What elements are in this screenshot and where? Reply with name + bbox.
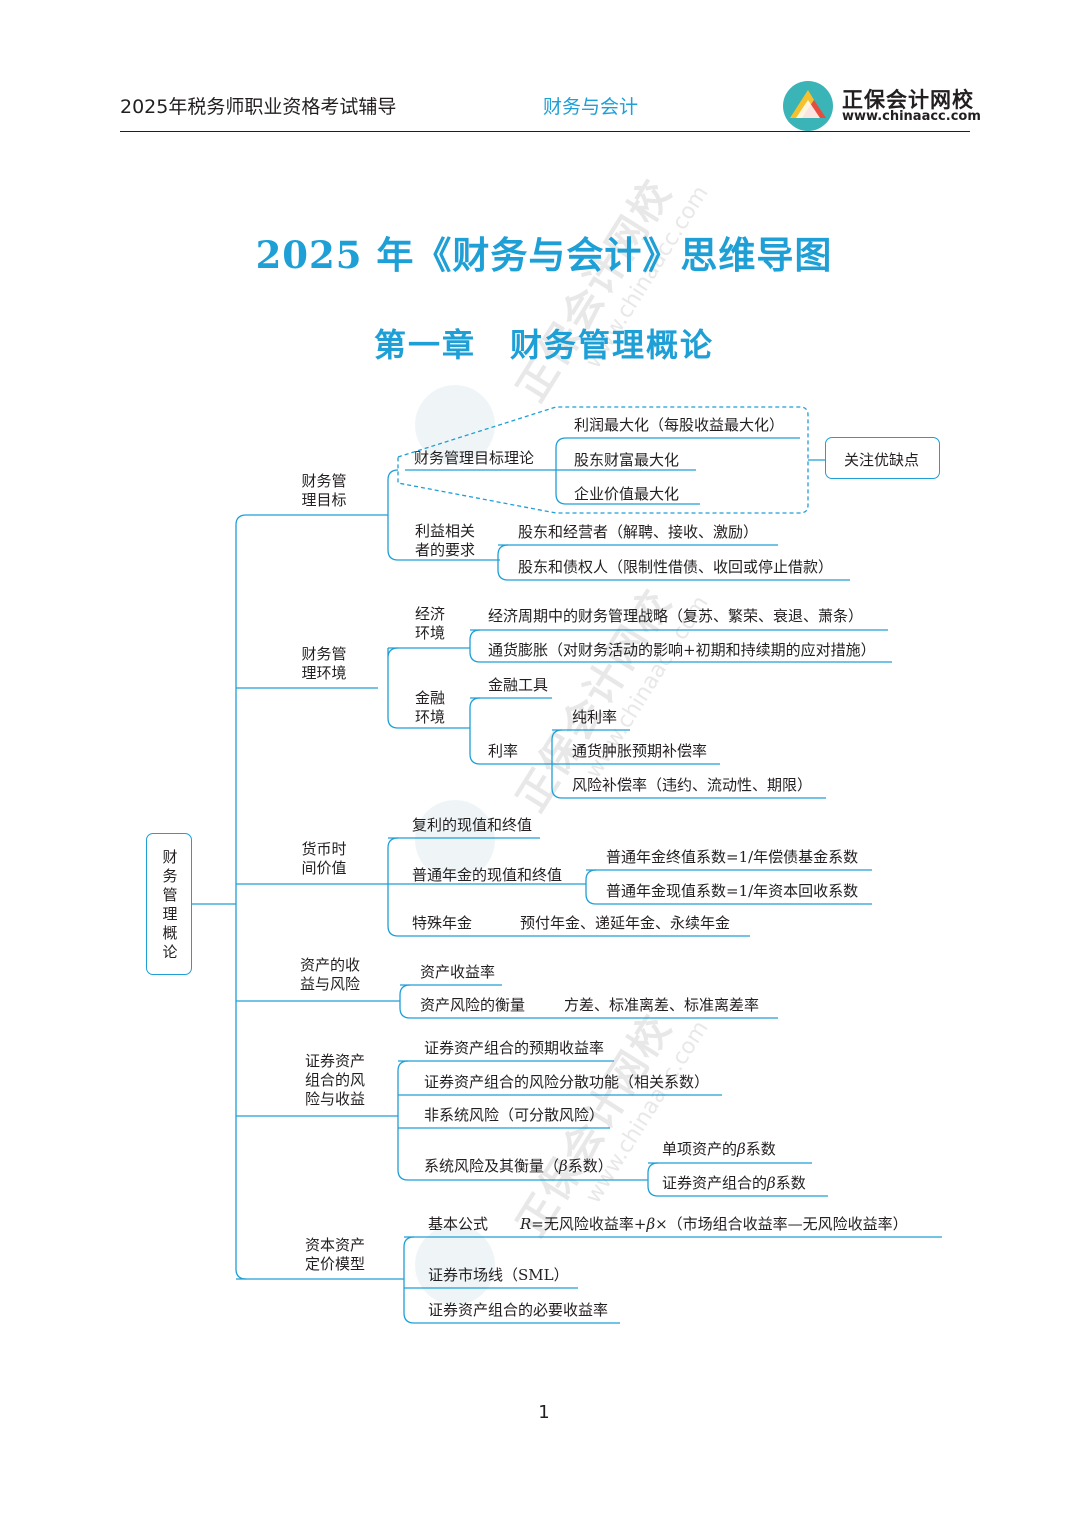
basic-formula-node: 基本公式: [428, 1215, 489, 1233]
header-subject: 财务与会计: [543, 96, 639, 118]
chinaacc-logo-icon: [783, 81, 833, 131]
logo-name: 正保会计网校: [842, 88, 974, 112]
economic-environment-node: 经济环境: [414, 605, 445, 642]
financial-environment-node: 金融环境: [414, 689, 445, 726]
special-annuity-node: 特殊年金: [412, 914, 473, 932]
watermark-logo-icon: [415, 800, 495, 880]
header-title: 2025年税务师职业资格考试辅导: [120, 96, 397, 118]
document-title: 2025 年《财务与会计》思维导图: [255, 233, 833, 277]
root-node: [146, 833, 192, 975]
header-divider: [120, 131, 970, 132]
watermark-logo-icon: [415, 1225, 495, 1305]
annuity-item: 普通年金终值系数=1/年偿债基金系数: [606, 848, 859, 866]
beta-item: 单项资产的β系数: [662, 1140, 776, 1158]
special-annuity-detail: 预付年金、递延年金、永续年金: [520, 914, 731, 932]
economic-item: 通货膨胀（对财务活动的影响+初期和持续期的应对措施）: [488, 641, 876, 659]
stakeholder-node: 利益相关者的要求: [414, 522, 475, 559]
goal-theory-item: 利润最大化（每股收益最大化）: [574, 416, 785, 434]
asset-risk-node: 资产风险的衡量: [420, 996, 526, 1014]
required-return-node: 证券资产组合的必要收益率: [428, 1301, 609, 1319]
annuity-item: 普通年金现值系数=1/年资本回收系数: [606, 882, 859, 900]
note-label: 关注优缺点: [844, 451, 920, 469]
sml-node: 证券市场线（SML）: [428, 1266, 569, 1284]
portfolio-item: 证券资产组合的预期收益率: [424, 1039, 605, 1057]
interest-rate-node: 利率: [488, 742, 519, 760]
capm-formula: R=无风险收益率+β×（市场组合收益率—无风险收益率）: [520, 1215, 908, 1233]
risk-measure-detail: 方差、标准离差、标准离差率: [564, 996, 760, 1014]
branch-capm: 资本资产定价模型: [304, 1236, 365, 1273]
logo-url: www.chinaacc.com: [842, 109, 981, 124]
root-label: 财务管理概论: [162, 848, 178, 961]
note-box: [825, 437, 940, 479]
branch-time-value: 货币时间价值: [301, 840, 347, 877]
page-number: 1: [538, 1402, 550, 1423]
branch-finance-goal: 财务管理目标: [301, 472, 347, 509]
branch-return-risk: 资产的收益与风险: [299, 956, 360, 993]
watermark-logo-icon: [415, 385, 495, 465]
beta-item: 证券资产组合的β系数: [662, 1174, 806, 1192]
portfolio-item: 证券资产组合的风险分散功能（相关系数）: [424, 1073, 710, 1091]
branch-portfolio: 证券资产组合的风险与收益: [304, 1052, 365, 1108]
ordinary-annuity-node: 普通年金的现值和终值: [412, 866, 563, 884]
interest-rate-item: 纯利率: [572, 708, 618, 726]
goal-theory-item: 企业价值最大化: [574, 485, 680, 503]
goal-theory-node: 财务管理目标理论: [414, 449, 535, 467]
chapter-title: 第一章 财务管理概论: [373, 326, 714, 364]
goal-theory-item: 股东财富最大化: [574, 451, 680, 469]
compound-interest-node: 复利的现值和终值: [412, 816, 533, 834]
portfolio-item: 非系统风险（可分散风险）: [424, 1106, 605, 1124]
branch-finance-environment: 财务管理环境: [301, 645, 347, 682]
systematic-risk-node: 系统风险及其衡量（β系数）: [424, 1157, 613, 1175]
asset-return-node: 资产收益率: [420, 963, 496, 981]
financial-instruments: 金融工具: [488, 676, 549, 694]
stakeholder-item: 股东和经营者（解聘、接收、激励）: [518, 523, 759, 541]
interest-rate-item: 通货肿胀预期补偿率: [572, 742, 708, 760]
stakeholder-item: 股东和债权人（限制性借债、收回或停止借款）: [518, 558, 834, 576]
economic-item: 经济周期中的财务管理战略（复苏、繁荣、衰退、萧条）: [488, 607, 864, 625]
interest-rate-item: 风险补偿率（违约、流动性、期限）: [572, 776, 813, 794]
